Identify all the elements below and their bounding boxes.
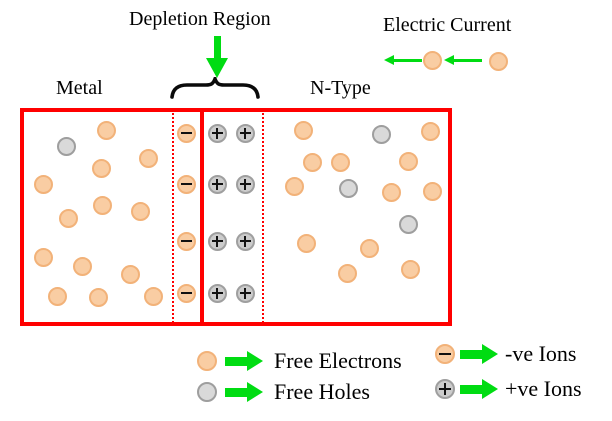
minus-symbol <box>180 183 192 185</box>
legend-free-electrons-label: Free Electrons <box>274 348 402 373</box>
negative-ion <box>176 231 196 251</box>
arrow-shaft <box>391 58 422 62</box>
free-hole <box>398 214 418 234</box>
free-electron <box>400 259 420 279</box>
plus-symbol-v <box>216 178 218 190</box>
free-electron <box>47 286 67 306</box>
free-electron <box>72 256 92 276</box>
free-electron <box>420 121 440 141</box>
free-hole <box>371 124 391 144</box>
free-electron <box>138 148 158 168</box>
legend-free-holes-label: Free Holes <box>274 379 370 404</box>
depletion-boundary-right <box>262 113 264 322</box>
free-electron <box>381 182 401 202</box>
legend-electron-swatch <box>197 351 217 371</box>
legend-right-arrow-icon <box>460 379 498 400</box>
positive-ion <box>235 123 255 143</box>
free-electron <box>92 195 112 215</box>
negative-ion <box>176 174 196 194</box>
free-electron <box>293 120 313 140</box>
free-electron <box>96 120 116 140</box>
negative-ion <box>176 123 196 143</box>
ntype-box <box>200 108 452 326</box>
positive-ion <box>207 283 227 303</box>
arrow-shaft <box>225 388 247 397</box>
legend-neg-ions-label: -ve Ions <box>505 341 577 366</box>
minus-symbol <box>180 132 192 134</box>
free-electron <box>359 238 379 258</box>
minus-symbol <box>180 240 192 242</box>
arrow-tip <box>384 55 394 65</box>
current-left-arrow-icon <box>384 55 422 65</box>
free-electron <box>58 208 78 228</box>
free-electron <box>296 233 316 253</box>
positive-ion <box>207 231 227 251</box>
free-electron <box>33 247 53 267</box>
current-left-arrow-icon <box>444 55 482 65</box>
arrow-shaft <box>225 357 247 366</box>
metal-label: Metal <box>56 77 103 99</box>
free-electron <box>302 152 322 172</box>
plus-symbol-v <box>444 383 446 395</box>
free-hole <box>338 178 358 198</box>
depletion-boundary-left <box>172 113 174 322</box>
arrow-tip <box>247 382 263 402</box>
arrow-shaft <box>451 58 482 62</box>
legend-right-arrow-icon <box>460 344 498 365</box>
arrow-shaft <box>460 350 482 359</box>
depletion-region-label: Depletion Region <box>129 8 271 30</box>
free-electron <box>130 201 150 221</box>
positive-ion <box>207 174 227 194</box>
minus-symbol <box>439 353 451 355</box>
legend-hole-swatch <box>197 382 217 402</box>
legend-pos-ion-swatch <box>435 379 455 399</box>
arrow-tip <box>444 55 454 65</box>
legend-right-arrow-icon <box>225 382 263 403</box>
electric-current-label: Electric Current <box>383 14 512 36</box>
free-electron <box>88 287 108 307</box>
free-electron <box>120 264 140 284</box>
arrow-tip <box>247 351 263 371</box>
free-hole <box>56 136 76 156</box>
plus-symbol-v <box>216 287 218 299</box>
free-electron <box>337 263 357 283</box>
plus-symbol-v <box>216 127 218 139</box>
legend-neg-ion-swatch <box>435 344 455 364</box>
free-electron <box>330 152 350 172</box>
down-arrow-head <box>206 58 228 78</box>
ntype-label: N-Type <box>310 77 371 99</box>
plus-symbol-v <box>244 287 246 299</box>
down-arrow-icon <box>206 36 228 78</box>
minus-symbol <box>180 292 192 294</box>
free-electron <box>143 286 163 306</box>
free-electron <box>422 181 442 201</box>
plus-symbol-v <box>244 235 246 247</box>
arrow-tip <box>482 379 498 399</box>
positive-ion <box>235 231 255 251</box>
negative-ion <box>176 283 196 303</box>
current-electron <box>488 51 508 71</box>
legend-right-arrow-icon <box>225 351 263 372</box>
legend-pos-ions-label: +ve Ions <box>505 376 582 401</box>
plus-symbol-v <box>244 178 246 190</box>
free-electron <box>33 174 53 194</box>
arrow-tip <box>482 344 498 364</box>
free-electron <box>284 176 304 196</box>
arrow-shaft <box>460 385 482 394</box>
current-electron <box>422 50 442 70</box>
positive-ion <box>235 174 255 194</box>
down-arrow-stem <box>214 36 221 58</box>
free-electron <box>91 158 111 178</box>
free-electron <box>398 151 418 171</box>
plus-symbol-v <box>244 127 246 139</box>
plus-symbol-v <box>216 235 218 247</box>
positive-ion <box>235 283 255 303</box>
brace-icon <box>170 77 260 99</box>
positive-ion <box>207 123 227 143</box>
